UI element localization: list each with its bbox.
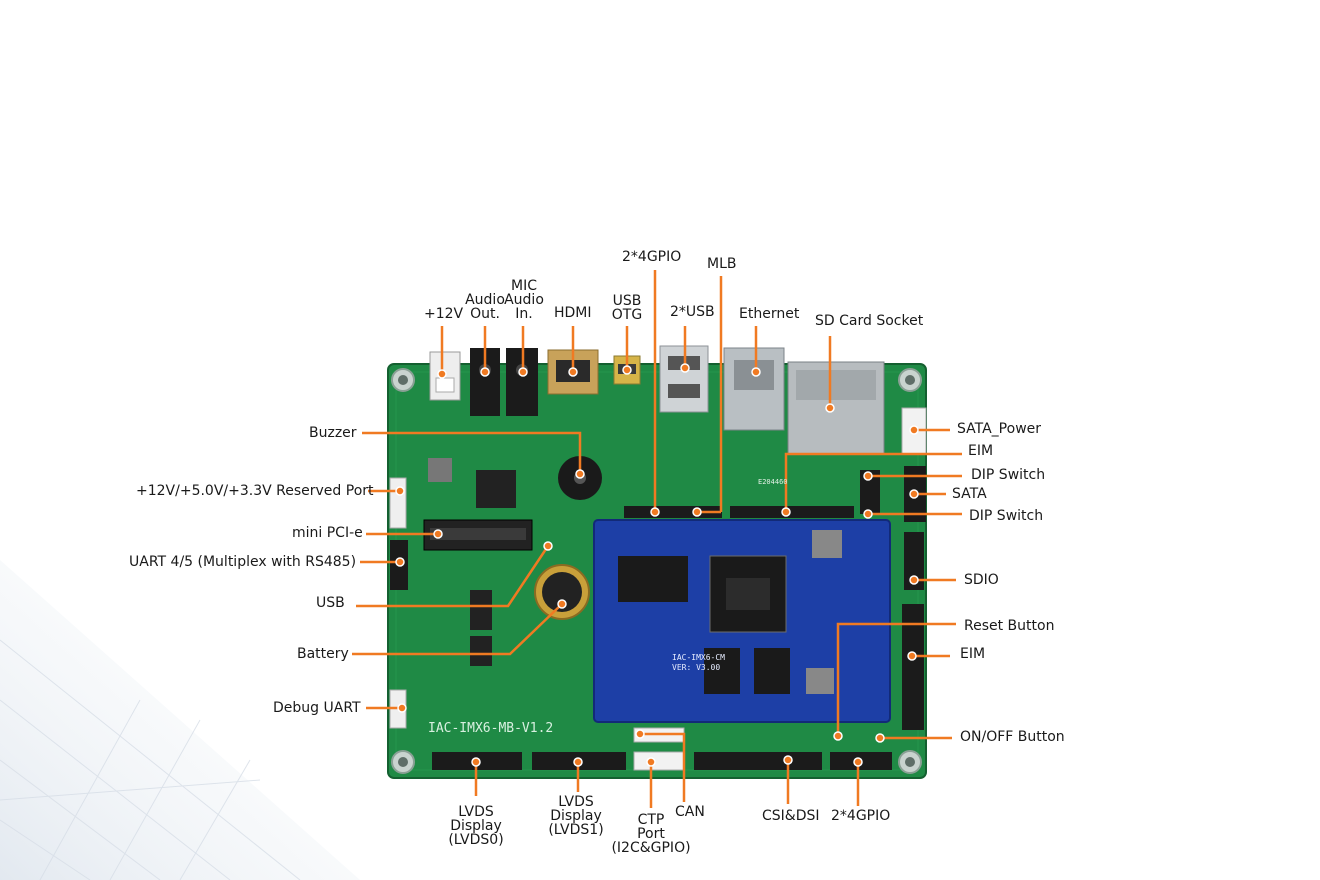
- label-mini-pcie: mini PCI-e: [292, 525, 363, 541]
- label-eim-top: EIM: [968, 443, 994, 459]
- leader-lines: [352, 270, 962, 808]
- label-display-line: Display: [550, 808, 602, 824]
- label-mic-line: MIC: [511, 278, 537, 294]
- label-uart45: UART 4/5 (Multiplex with RS485): [129, 554, 357, 570]
- board-chip-text: E204460: [758, 478, 788, 486]
- label-can: CAN: [675, 804, 705, 820]
- label-reserved-port: +12V/+5.0V/+3.3V Reserved Port: [136, 483, 374, 499]
- label-usb-line: USB: [612, 293, 642, 309]
- label-csi-dsi: CSI&DSI: [762, 808, 820, 824]
- label-onoff-button: ON/OFF Button: [960, 729, 1065, 745]
- label-out-line: Out.: [470, 306, 500, 322]
- label-mic-audio-in: MIC Audio In.: [502, 279, 546, 321]
- label-dip-switch-1: DIP Switch: [971, 467, 1046, 483]
- label-debug-uart: Debug UART: [273, 700, 361, 716]
- label-lvds1: LVDS Display (LVDS1): [540, 795, 612, 837]
- som-silkscreen-line1: IAC-IMX6-CM: [672, 653, 725, 662]
- label-lvds1-line: (LVDS1): [548, 822, 604, 838]
- label-ctp-line: CTP: [637, 812, 665, 828]
- board-silkscreen: IAC-IMX6-MB-V1.2: [428, 721, 553, 736]
- ethernet-port: [723, 347, 785, 431]
- label-in-line: In.: [515, 306, 533, 322]
- label-sdio: SDIO: [964, 572, 999, 588]
- label-lvds0: LVDS Display (LVDS0): [440, 805, 512, 847]
- ic-chips-left: [428, 458, 516, 666]
- label-display-line: Display: [450, 818, 502, 834]
- label-gpio-top: 2*4GPIO: [622, 249, 682, 265]
- label-gpio-bottom: 2*4GPIO: [831, 808, 891, 824]
- som-silkscreen-line2: VER: V3.00: [672, 663, 720, 672]
- label-mlb: MLB: [707, 256, 737, 272]
- compute-module: [593, 519, 891, 723]
- label-lvds-line: LVDS: [558, 794, 594, 810]
- label-port-line: Port: [637, 826, 665, 842]
- label-ethernet: Ethernet: [739, 306, 800, 322]
- mini-pcie-slot: [423, 519, 533, 551]
- label-usb-otg: USB OTG: [608, 294, 646, 322]
- label-ctp-port: CTP Port (I2C&GPIO): [610, 813, 692, 855]
- label-audio-line: Audio: [465, 292, 505, 308]
- label-audio-out: Audio Out.: [462, 293, 508, 321]
- label-sd-card: SD Card Socket: [815, 313, 924, 329]
- label-lvds0-line: (LVDS0): [448, 832, 504, 848]
- sd-card-socket: [787, 361, 885, 455]
- label-usb: USB: [316, 595, 345, 611]
- label-eim-right: EIM: [960, 646, 986, 662]
- label-hdmi: HDMI: [554, 305, 592, 321]
- label-battery: Battery: [297, 646, 349, 662]
- label-sata: SATA: [952, 486, 987, 502]
- leader-dots: [395, 363, 919, 767]
- label-sata-power: SATA_Power: [957, 421, 1042, 437]
- label-otg-line: OTG: [611, 307, 643, 323]
- battery-holder: [534, 564, 590, 620]
- label-lvds-line: LVDS: [458, 804, 494, 820]
- label-i2c-gpio-line: (I2C&GPIO): [611, 840, 691, 856]
- label-2usb: 2*USB: [670, 304, 715, 320]
- label-buzzer: Buzzer: [309, 425, 357, 441]
- label-audio-line: Audio: [504, 292, 544, 308]
- label-12v: +12V: [424, 306, 464, 322]
- label-dip-switch-2: DIP Switch: [969, 508, 1044, 524]
- label-reset-button: Reset Button: [964, 618, 1055, 634]
